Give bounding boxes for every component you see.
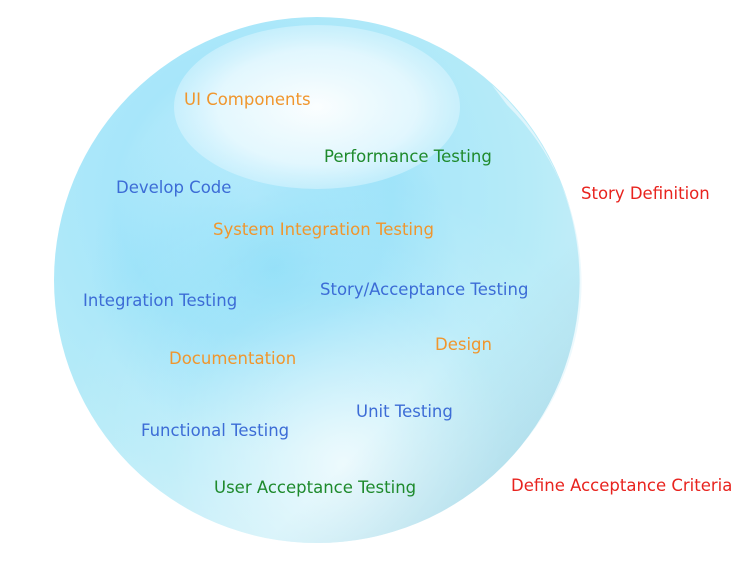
- develop-code-label: Develop Code: [116, 178, 232, 197]
- functional-testing-label: Functional Testing: [141, 421, 290, 440]
- user-acceptance-testing-label: User Acceptance Testing: [214, 478, 417, 497]
- story-definition-label: Story Definition: [581, 184, 710, 203]
- sphere-shape: [54, 17, 582, 543]
- define-acceptance-criteria-label: Define Acceptance Criteria: [511, 476, 733, 495]
- system-integration-testing-label: System Integration Testing: [213, 220, 434, 239]
- ui-components-label: UI Components: [184, 90, 311, 109]
- unit-testing-label: Unit Testing: [356, 402, 453, 421]
- documentation-label: Documentation: [169, 349, 297, 368]
- performance-testing-label: Performance Testing: [324, 147, 492, 166]
- story-acceptance-testing-label: Story/Acceptance Testing: [320, 280, 529, 299]
- integration-testing-label: Integration Testing: [83, 291, 238, 310]
- design-label: Design: [435, 335, 492, 354]
